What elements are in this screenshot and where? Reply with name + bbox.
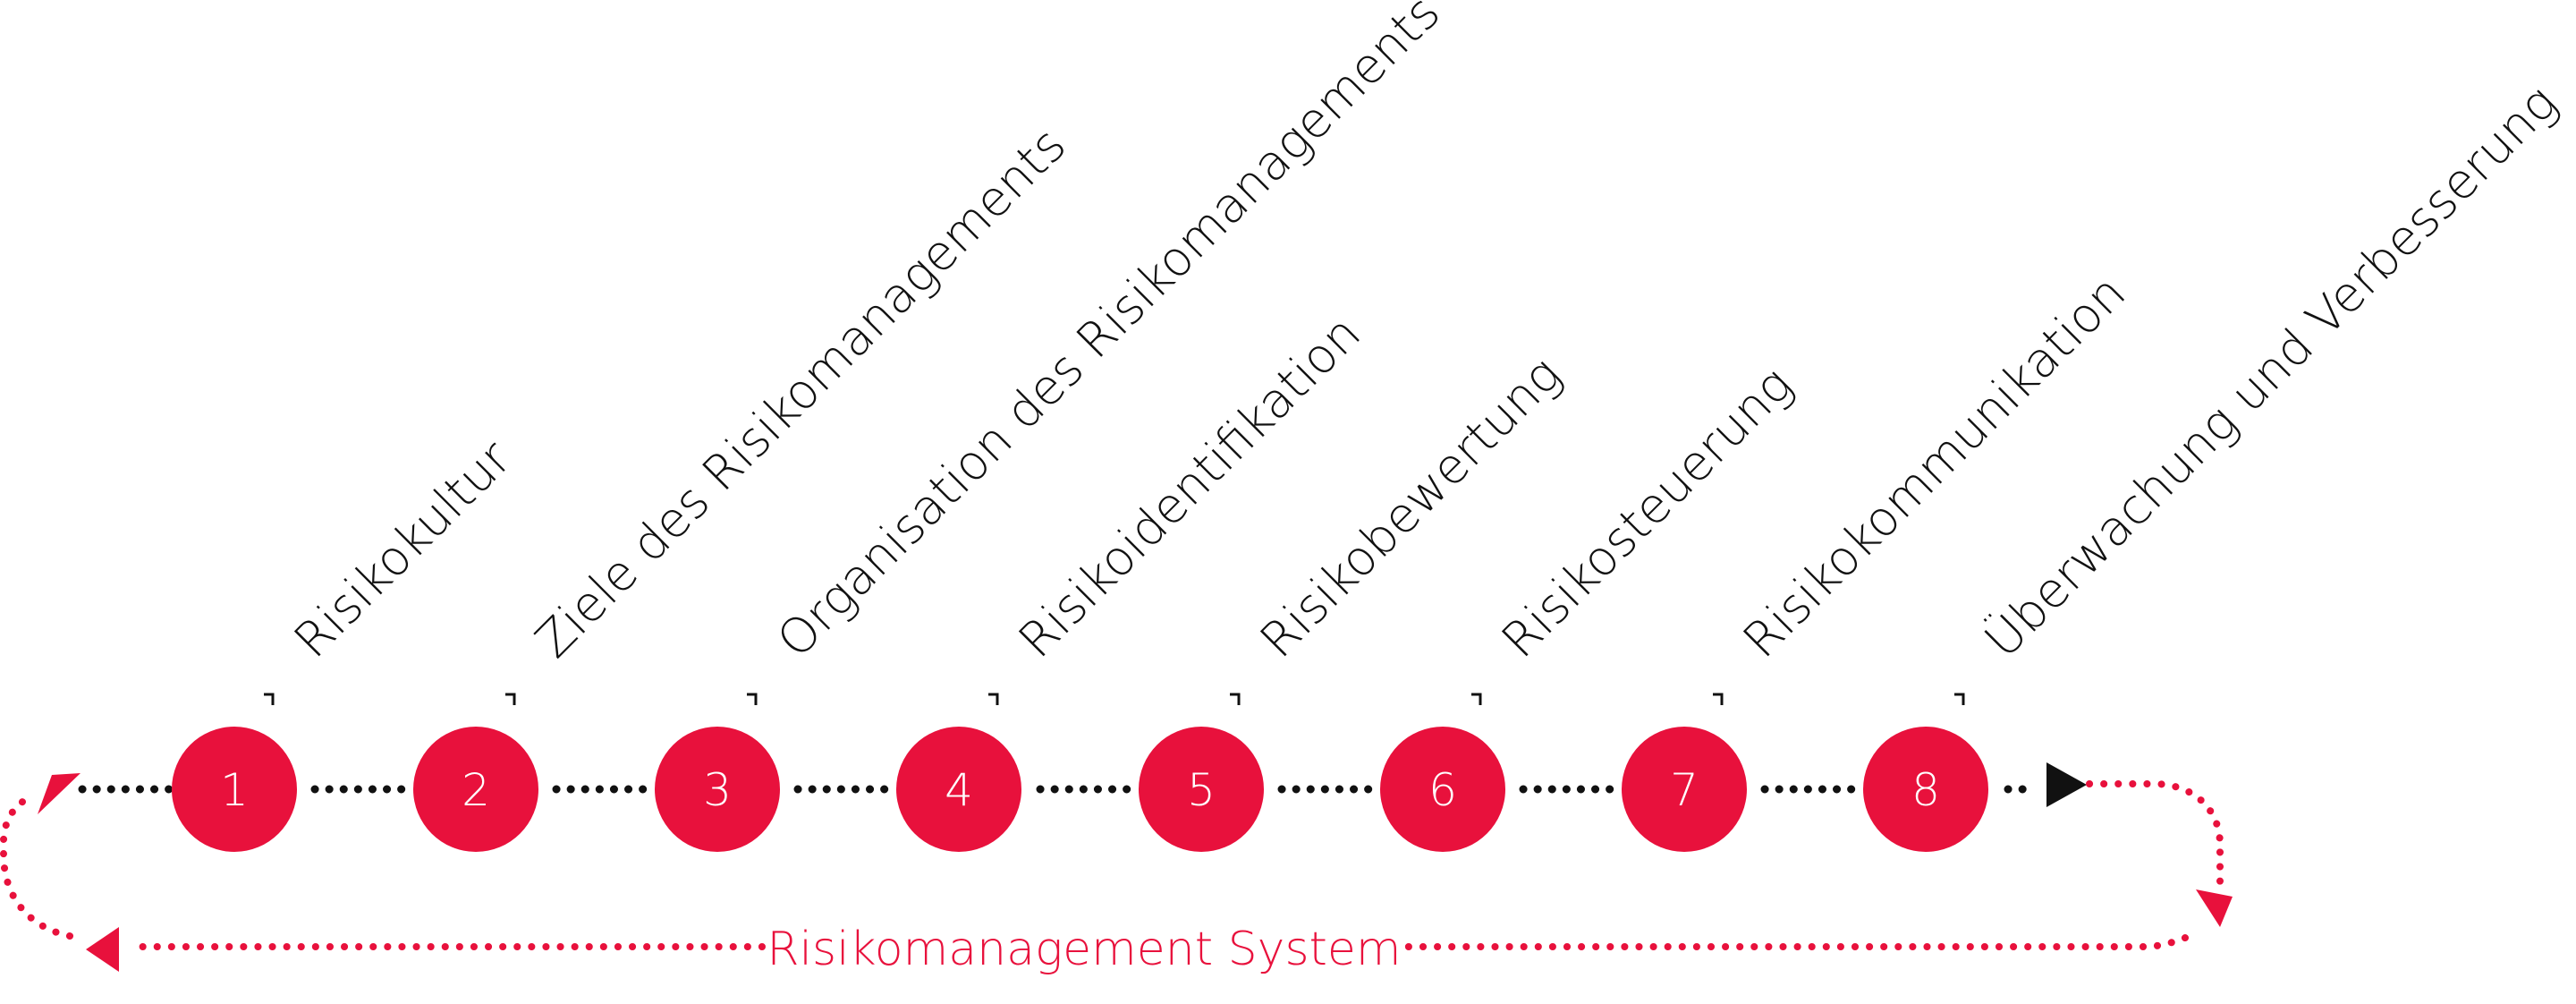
step-number: 5 xyxy=(1187,764,1216,816)
step-number: 4 xyxy=(945,764,973,816)
tick-mark xyxy=(988,693,999,705)
loop-bottom-right-line xyxy=(1401,934,2189,950)
step-circle xyxy=(1380,727,1505,852)
loop-arrowhead-right xyxy=(2196,889,2233,927)
step-number: 6 xyxy=(1428,764,1457,816)
tick-mark xyxy=(747,693,758,705)
main-flow-line xyxy=(78,762,2087,807)
step-number: 2 xyxy=(462,764,490,816)
step-circle xyxy=(413,727,538,852)
step-number: 7 xyxy=(1670,764,1699,816)
tick-mark xyxy=(1471,693,1482,705)
step-5: Risikobewertung 5 xyxy=(1139,345,1572,852)
loop-left-curve xyxy=(0,793,73,940)
tick-mark xyxy=(1713,693,1724,705)
step-number: 8 xyxy=(1911,764,1940,816)
step-circle xyxy=(1622,727,1747,852)
step-circle xyxy=(172,727,297,852)
step-label: Risikokultur xyxy=(284,430,522,668)
step-circle xyxy=(896,727,1021,852)
tick-mark xyxy=(1954,693,1965,705)
flow-arrowhead xyxy=(2046,762,2087,807)
system-label: Risikomanagement System xyxy=(767,923,1401,976)
loop-arrowhead-left xyxy=(38,773,80,814)
step-number: 1 xyxy=(220,764,249,816)
tick-mark xyxy=(1230,693,1241,705)
step-circle xyxy=(655,727,780,852)
tick-mark xyxy=(505,693,516,705)
tick-mark xyxy=(264,693,275,705)
step-circle xyxy=(1863,727,1988,852)
step-circle xyxy=(1139,727,1264,852)
loop-right-curve xyxy=(2086,780,2224,889)
step-number: 3 xyxy=(703,764,732,816)
loop-arrowhead-bottom xyxy=(86,927,119,972)
step-label: Ziele des Risikomanagements xyxy=(525,116,1077,668)
step-label: Risikokommunikation xyxy=(1733,264,2137,668)
feedback-loop: Risikomanagement System xyxy=(0,773,2233,976)
